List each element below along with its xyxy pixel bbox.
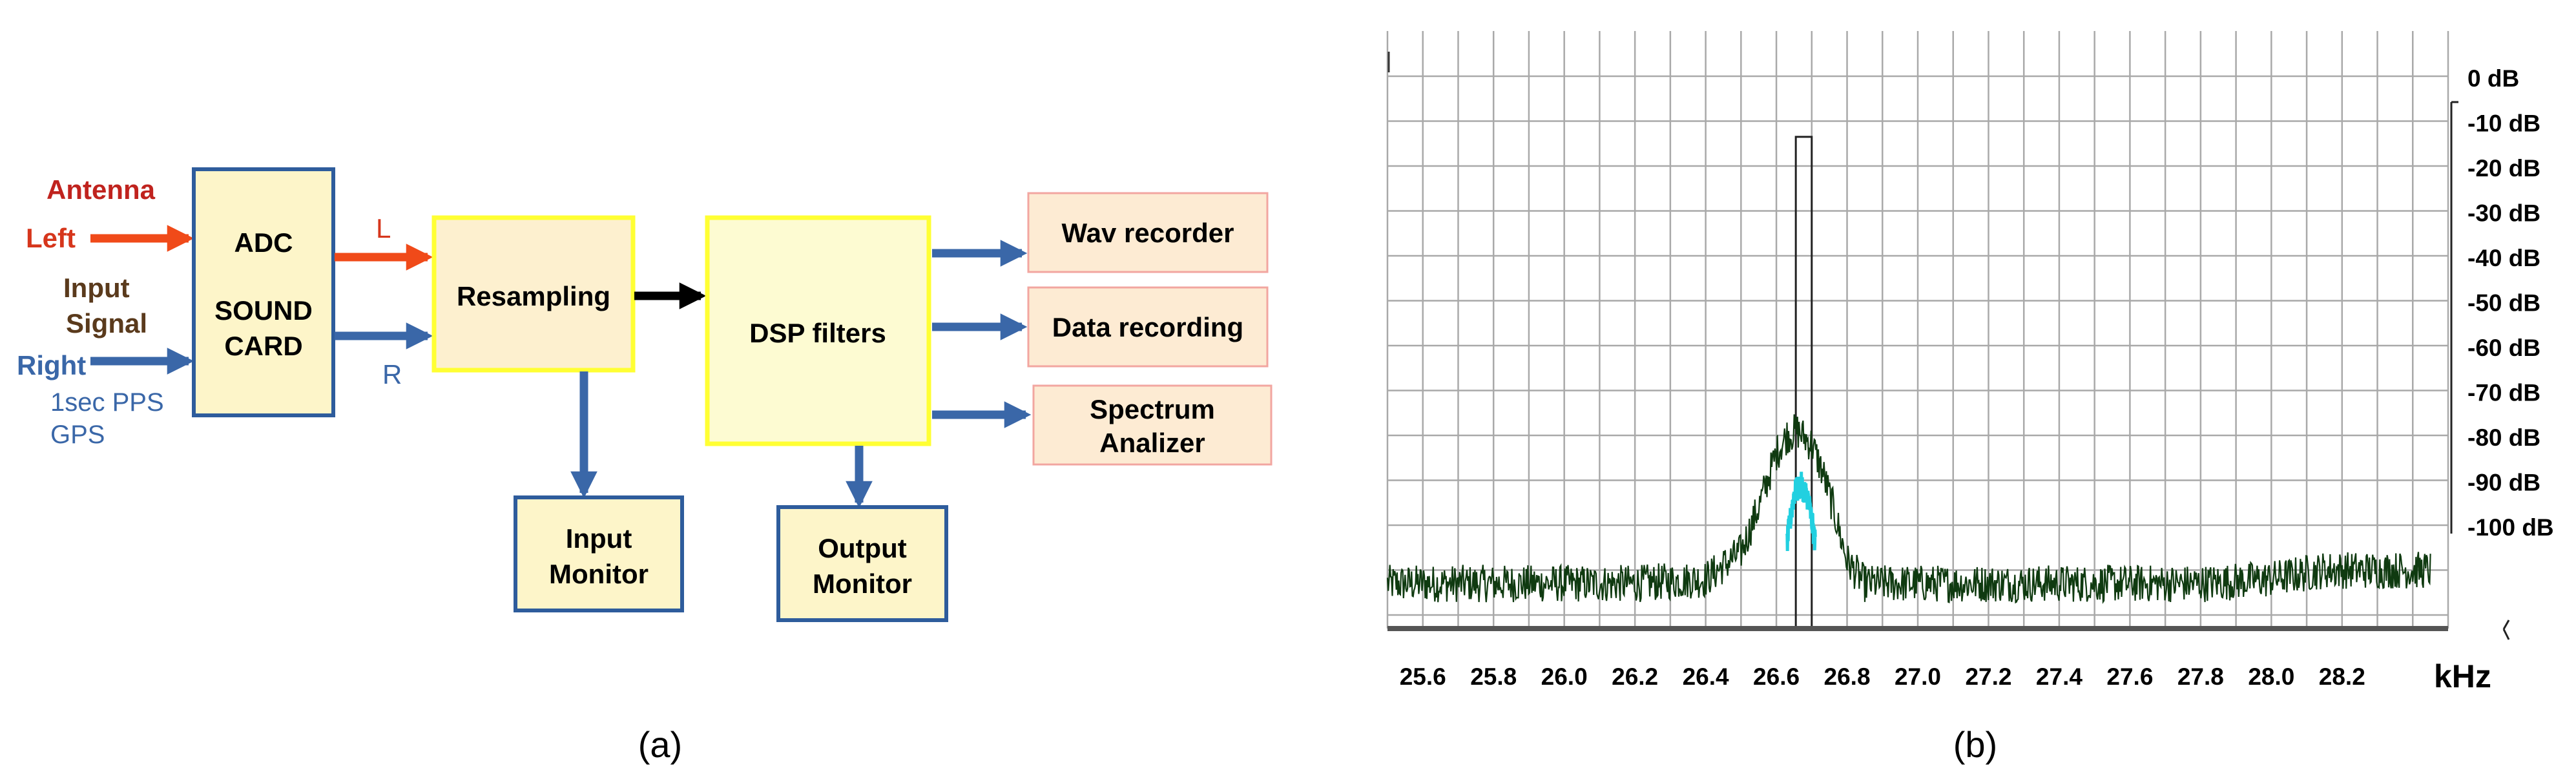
sound-label: SOUND	[214, 295, 313, 326]
y-tick-label: -100 dB	[2467, 514, 2554, 541]
spectrum-analizer-block	[1032, 384, 1272, 466]
y-tick-label: -80 dB	[2467, 424, 2540, 451]
wav-recorder-block	[1027, 192, 1269, 273]
x-tick-label: 28.2	[2319, 663, 2365, 690]
y-tick-label: -30 dB	[2467, 200, 2540, 227]
spectrum-highlight-trace	[1785, 472, 1817, 552]
channel-l-label: L	[376, 213, 391, 244]
x-axis-unit-label: kHz	[2434, 658, 2491, 694]
y-tick-labels: 0 dB -10 dB -20 dB -30 dB -40 dB -50 dB -60 dB…	[2467, 65, 2554, 541]
spectrum-analizer-label-line2: Analizer	[1099, 428, 1205, 458]
y-tick-label: -20 dB	[2467, 155, 2540, 182]
x-tick-label: 26.0	[1541, 663, 1588, 690]
x-tick-label: 27.8	[2177, 663, 2224, 690]
plot-frame	[1387, 52, 2510, 640]
y-tick-label: -50 dB	[2467, 290, 2540, 317]
x-tick-label: 26.6	[1753, 663, 1800, 690]
y-tick-label: -40 dB	[2467, 245, 2540, 271]
right-label: Right	[17, 350, 86, 380]
x-tick-label: 28.0	[2248, 663, 2294, 690]
wav-recorder-label: Wav recorder	[1062, 218, 1234, 248]
x-tick-labels: 25.6 25.8 26.0 26.2 26.4 26.6 26.8 27.0 27.2 27.4…	[1400, 663, 2365, 690]
channel-r-label: R	[382, 359, 402, 390]
adc-sound-card-block	[192, 167, 335, 417]
x-tick-label: 27.4	[2036, 663, 2083, 690]
adc-label: ADC	[234, 227, 293, 258]
output-monitor-label-line1: Output	[818, 533, 907, 563]
spectrum-analizer-label-line1: Spectrum	[1090, 394, 1215, 424]
data-recording-block	[1027, 286, 1269, 368]
caption-a: (a)	[638, 724, 682, 765]
output-monitor-block	[776, 505, 948, 622]
x-tick-label: 27.0	[1895, 663, 1941, 690]
output-monitor-label-line2: Monitor	[813, 568, 912, 599]
resampling-label: Resampling	[457, 281, 610, 311]
x-tick-label: 27.6	[2106, 663, 2153, 690]
input-monitor-block	[514, 495, 684, 612]
left-label: Left	[26, 223, 76, 253]
x-tick-label: 25.8	[1470, 663, 1517, 690]
pps-label-line2: GPS	[50, 421, 105, 449]
input-signal-label-line2: Signal	[66, 308, 147, 338]
plot-grid	[1386, 31, 2449, 629]
y-tick-label: 0 dB	[2467, 65, 2519, 92]
pps-label-line1: 1sec PPS	[50, 388, 164, 417]
input-monitor-label-line1: Input	[566, 523, 632, 554]
x-tick-label: 26.8	[1824, 663, 1871, 690]
x-tick-label: 27.2	[1965, 663, 2011, 690]
spectrum-series	[1386, 414, 2431, 604]
x-tick-label: 26.2	[1612, 663, 1658, 690]
y-tick-label: -10 dB	[2467, 110, 2540, 137]
resampling-block	[431, 215, 636, 373]
card-label: CARD	[224, 331, 302, 361]
x-tick-label: 25.6	[1400, 663, 1446, 690]
right-bracket-mark	[2502, 620, 2510, 640]
x-tick-label: 26.4	[1683, 663, 1729, 690]
spectrum-plot: 0 dB -10 dB -20 dB -30 dB -40 dB -50 dB -60 dB…	[1386, 31, 2554, 765]
block-diagram: Antenna Left Input Signal Right 1sec PPS…	[17, 167, 1272, 765]
caption-b: (b)	[1953, 724, 1997, 765]
y-tick-label: -60 dB	[2467, 335, 2540, 361]
antenna-label: Antenna	[47, 174, 156, 205]
input-monitor-label-line2: Monitor	[549, 559, 649, 589]
dsp-filters-label: DSP filters	[749, 318, 886, 348]
dsp-filters-block	[705, 215, 931, 446]
data-recording-label: Data recording	[1052, 312, 1243, 342]
input-signal-label-line1: Input	[63, 273, 130, 303]
y-tick-label: -70 dB	[2467, 380, 2540, 406]
spectrum-trace	[1386, 414, 2431, 604]
y-tick-label: -90 dB	[2467, 470, 2540, 496]
